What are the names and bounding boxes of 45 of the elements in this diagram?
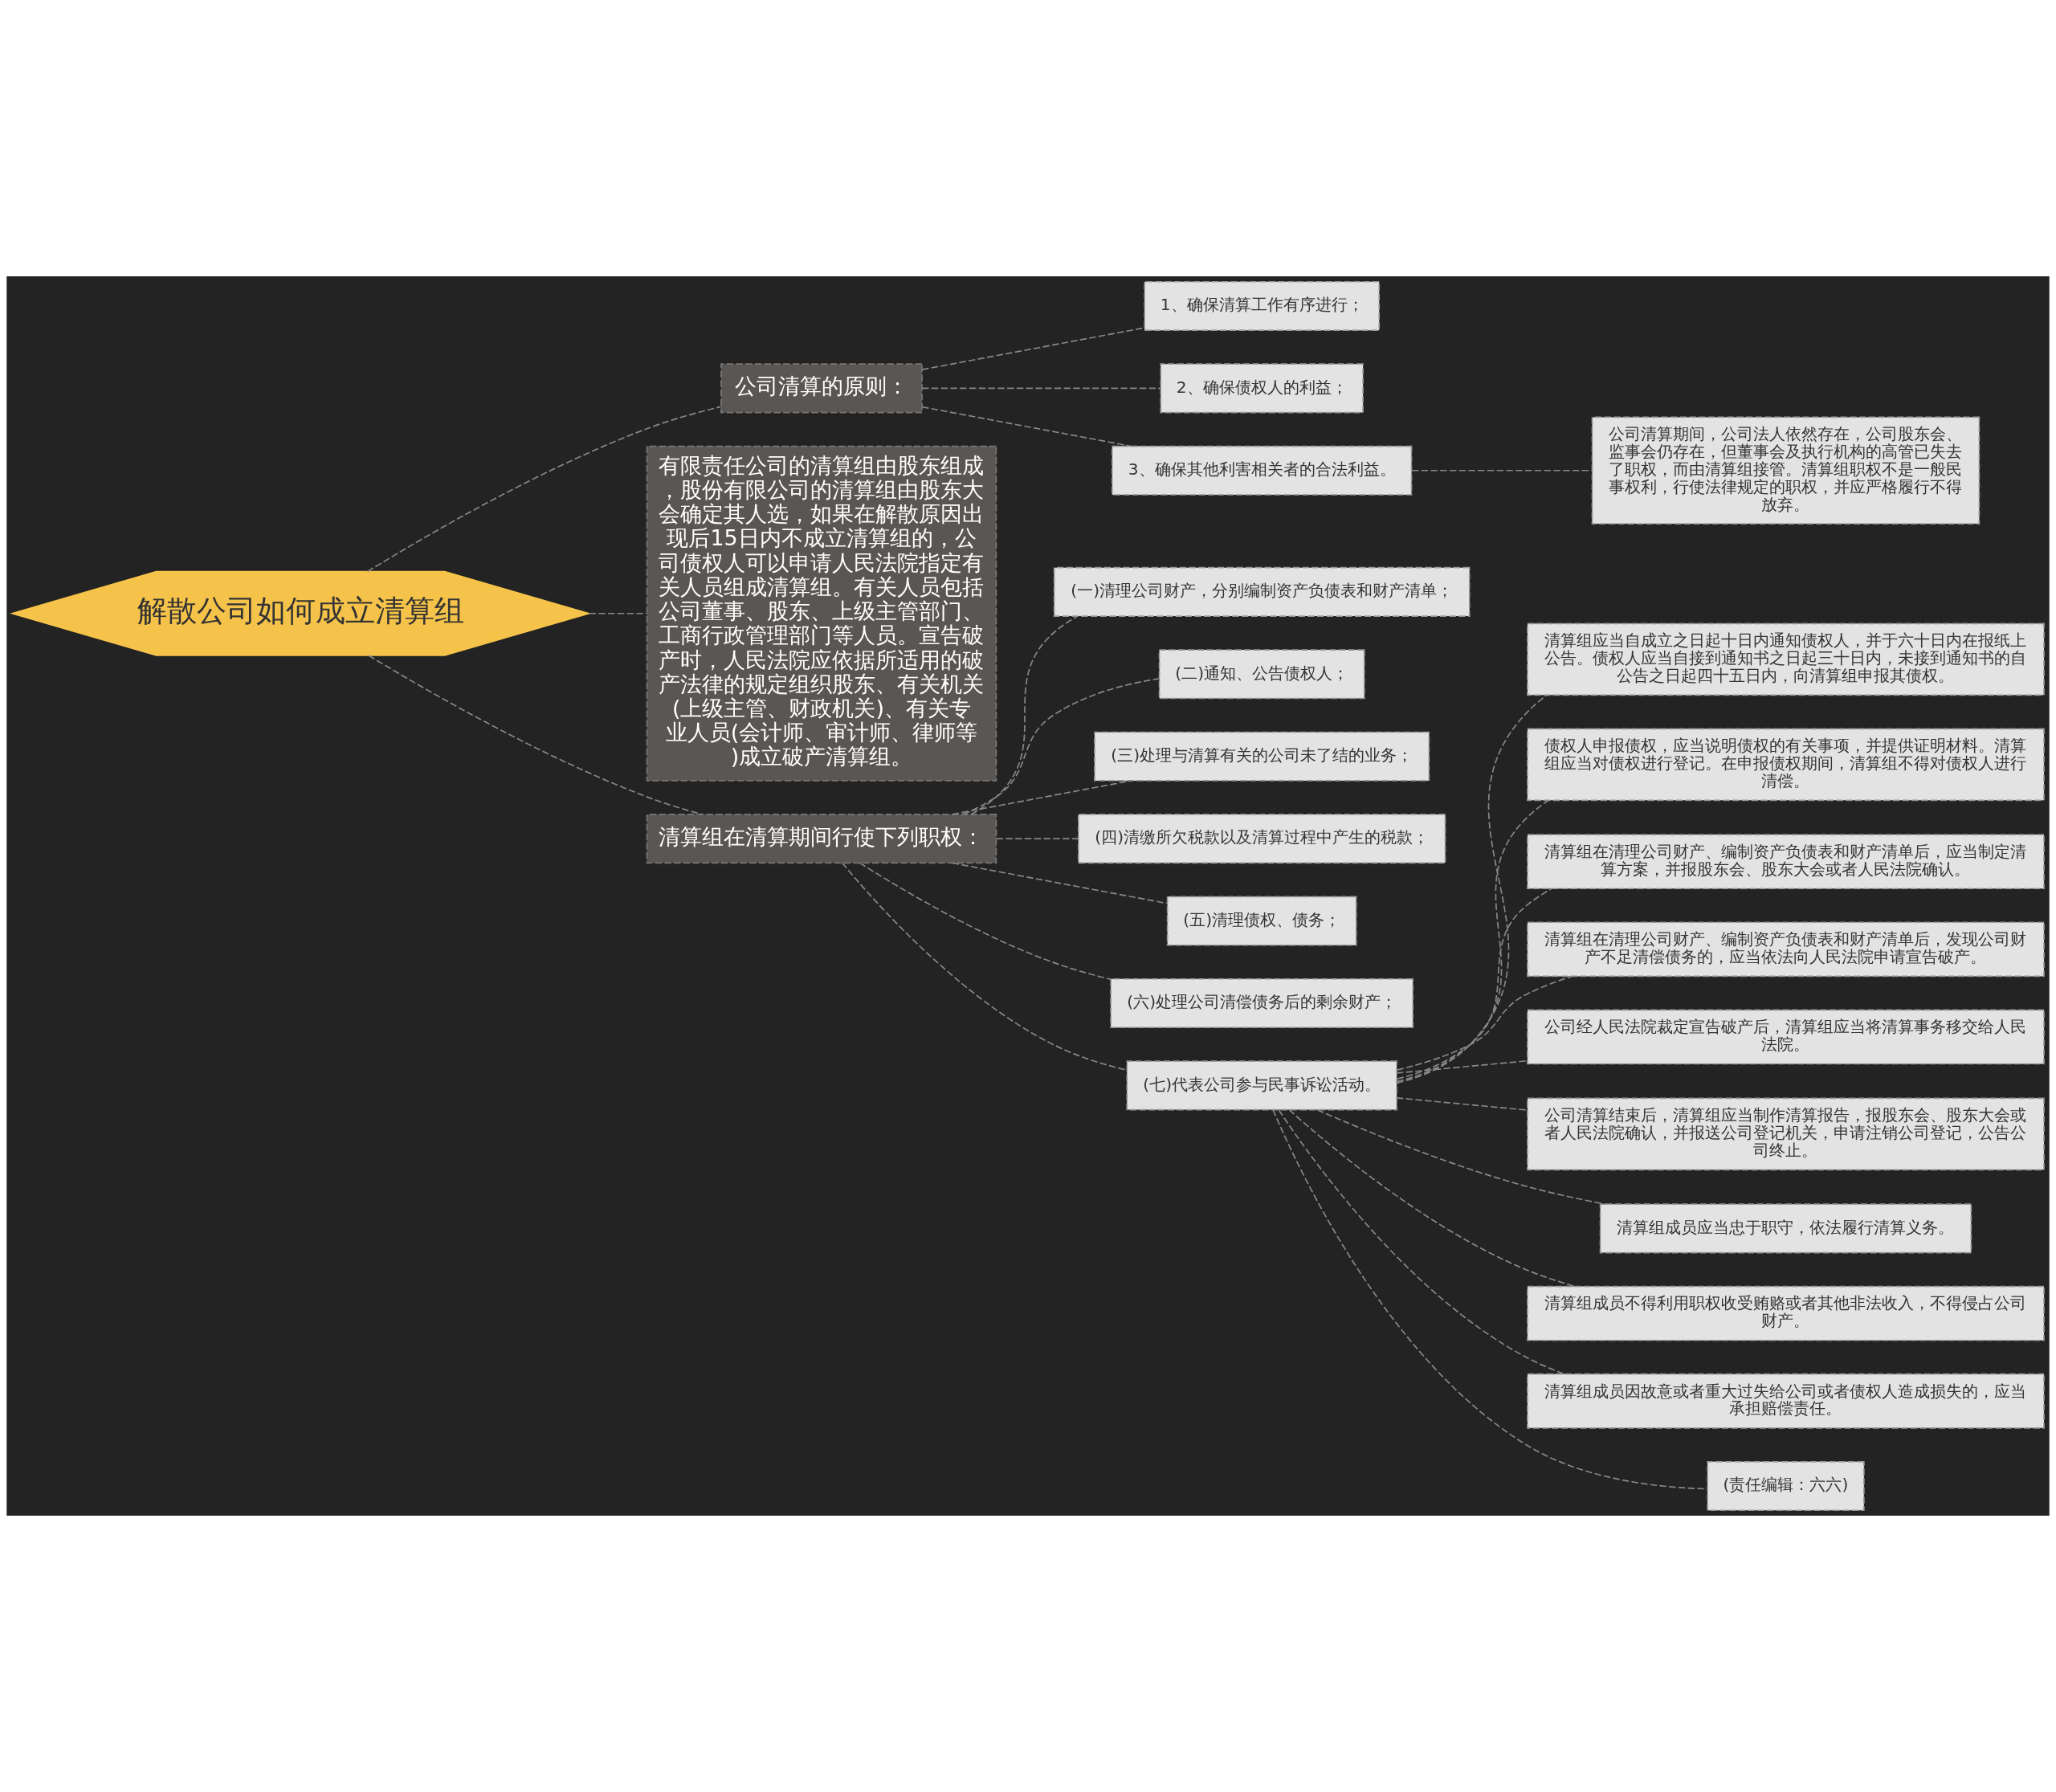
connector — [1411, 469, 1593, 471]
connector — [962, 678, 1161, 815]
node-box: 债权人申报债权，应当说明债权的有关事项，并提供证明材料。清算组应当对债权进行登记。在申报债权期间，清算组不得对债权人进行清偿。 — [1527, 728, 2045, 802]
connector — [859, 862, 1112, 980]
node-box: (六)处理公司清偿债务后的剩余财产； — [1110, 978, 1414, 1029]
node-box: (三)处理与清算有关的公司未了结的业务； — [1094, 731, 1430, 782]
connector — [1316, 1109, 1606, 1205]
connector — [952, 780, 1132, 815]
connector — [366, 406, 722, 573]
node-box: 公司清算的原则： — [720, 363, 923, 414]
connector — [921, 406, 1132, 447]
node-box: 公司经人民法院裁定宣告破产后，清算组应当将清算事务移交给人民法院。 — [1527, 1009, 2045, 1065]
connector — [1278, 1109, 1566, 1375]
connector — [1272, 1108, 1708, 1490]
node-box: (七)代表公司参与民事诉讼活动。 — [1126, 1060, 1397, 1111]
node-box: 清算组在清算期间行使下列职权： — [646, 814, 997, 864]
connector — [1396, 694, 1548, 1084]
node-box: 清算组成员应当忠于职守，依法履行清算义务。 — [1599, 1203, 1972, 1254]
node-box: 清算组在清理公司财产、编制资产负债表和财产清单后，发现公司财产不足清偿债务的，应当依法向人民法院申请宣告破产。 — [1527, 921, 2045, 978]
connector — [1396, 1059, 1528, 1074]
node-box: 公司清算结束后，清算组应当制作清算报告，报股东会、股东大会或者人民法院确认，并报送公司登记机关，申请注销公司登记，公告公司终止。 — [1527, 1097, 2045, 1171]
node-box: 清算组在清理公司财产、编制资产负债表和财产清单后，应当制定清算方案，并报股东会、股东大会或者人民法院确认。 — [1527, 834, 2045, 890]
connector — [588, 612, 648, 614]
node-box: 清算组应当自成立之日起十日内通知债权人，并于六十日内在报纸上公告。债权人应当自接到通知书之日起三十日内，未接到通知书的自公告之日起四十五日内，向清算组申报其债权。 — [1527, 623, 2045, 696]
node-box: 2、确保债权人的利益； — [1160, 363, 1364, 414]
connector — [1396, 799, 1549, 1083]
node-box: 公司清算期间，公司法人依然存在，公司股东会、监事会仍存在，但董事会及执行机构的高管已失去了职权，而由清算组接管。清算组职权不是一般民事权利，行使法律规定的职权，并应严格履行不得放弃。 — [1591, 416, 1981, 525]
connector — [952, 862, 1169, 904]
connector — [1396, 1097, 1528, 1111]
node-box: (一)清理公司财产，分别编制资产负债表和财产清单； — [1053, 566, 1471, 617]
node-box: 有限责任公司的清算组由股东组成，股份有限公司的清算组由股东大会确定其人选，如果在解散原因出现后15日内不成立清算组的，公司债权人可以申请人民法院指定有关人员组成清算组。有关人员包括公司董事、股东、上级主管部门、工商行政管理部门等人员。宣告破产时，人民法院应依据所适用的破产法律的规定组织股东、有关机关(上级主管、财政机关)、有关专业人员(会计师、审计师、律师等)成立破产清算组。 — [646, 445, 997, 782]
node-box: (四)清缴所欠税款以及清算过程中产生的税款； — [1078, 814, 1446, 864]
connector — [970, 615, 1078, 815]
connector — [368, 655, 703, 815]
node-box: (责任编辑：六六) — [1707, 1461, 1865, 1512]
node-box: 清算组成员不得利用职权收受贿赂或者其他非法收入，不得侵占公司财产。 — [1527, 1285, 2045, 1341]
connector — [995, 838, 1079, 839]
node-box: 清算组成员因故意或者重大过失给公司或者债权人造成损失的，应当承担赔偿责任。 — [1527, 1373, 2045, 1429]
node-box: (二)通知、公告债权人； — [1158, 649, 1365, 700]
connector — [921, 387, 1161, 390]
connector — [1396, 888, 1552, 1080]
node-box: 1、确保清算工作有序进行； — [1144, 280, 1381, 331]
node-box: 3、确保其他利害相关者的合法利益。 — [1111, 445, 1413, 496]
connector — [1396, 975, 1573, 1071]
node-box: (五)清理债权、债务； — [1166, 896, 1357, 946]
